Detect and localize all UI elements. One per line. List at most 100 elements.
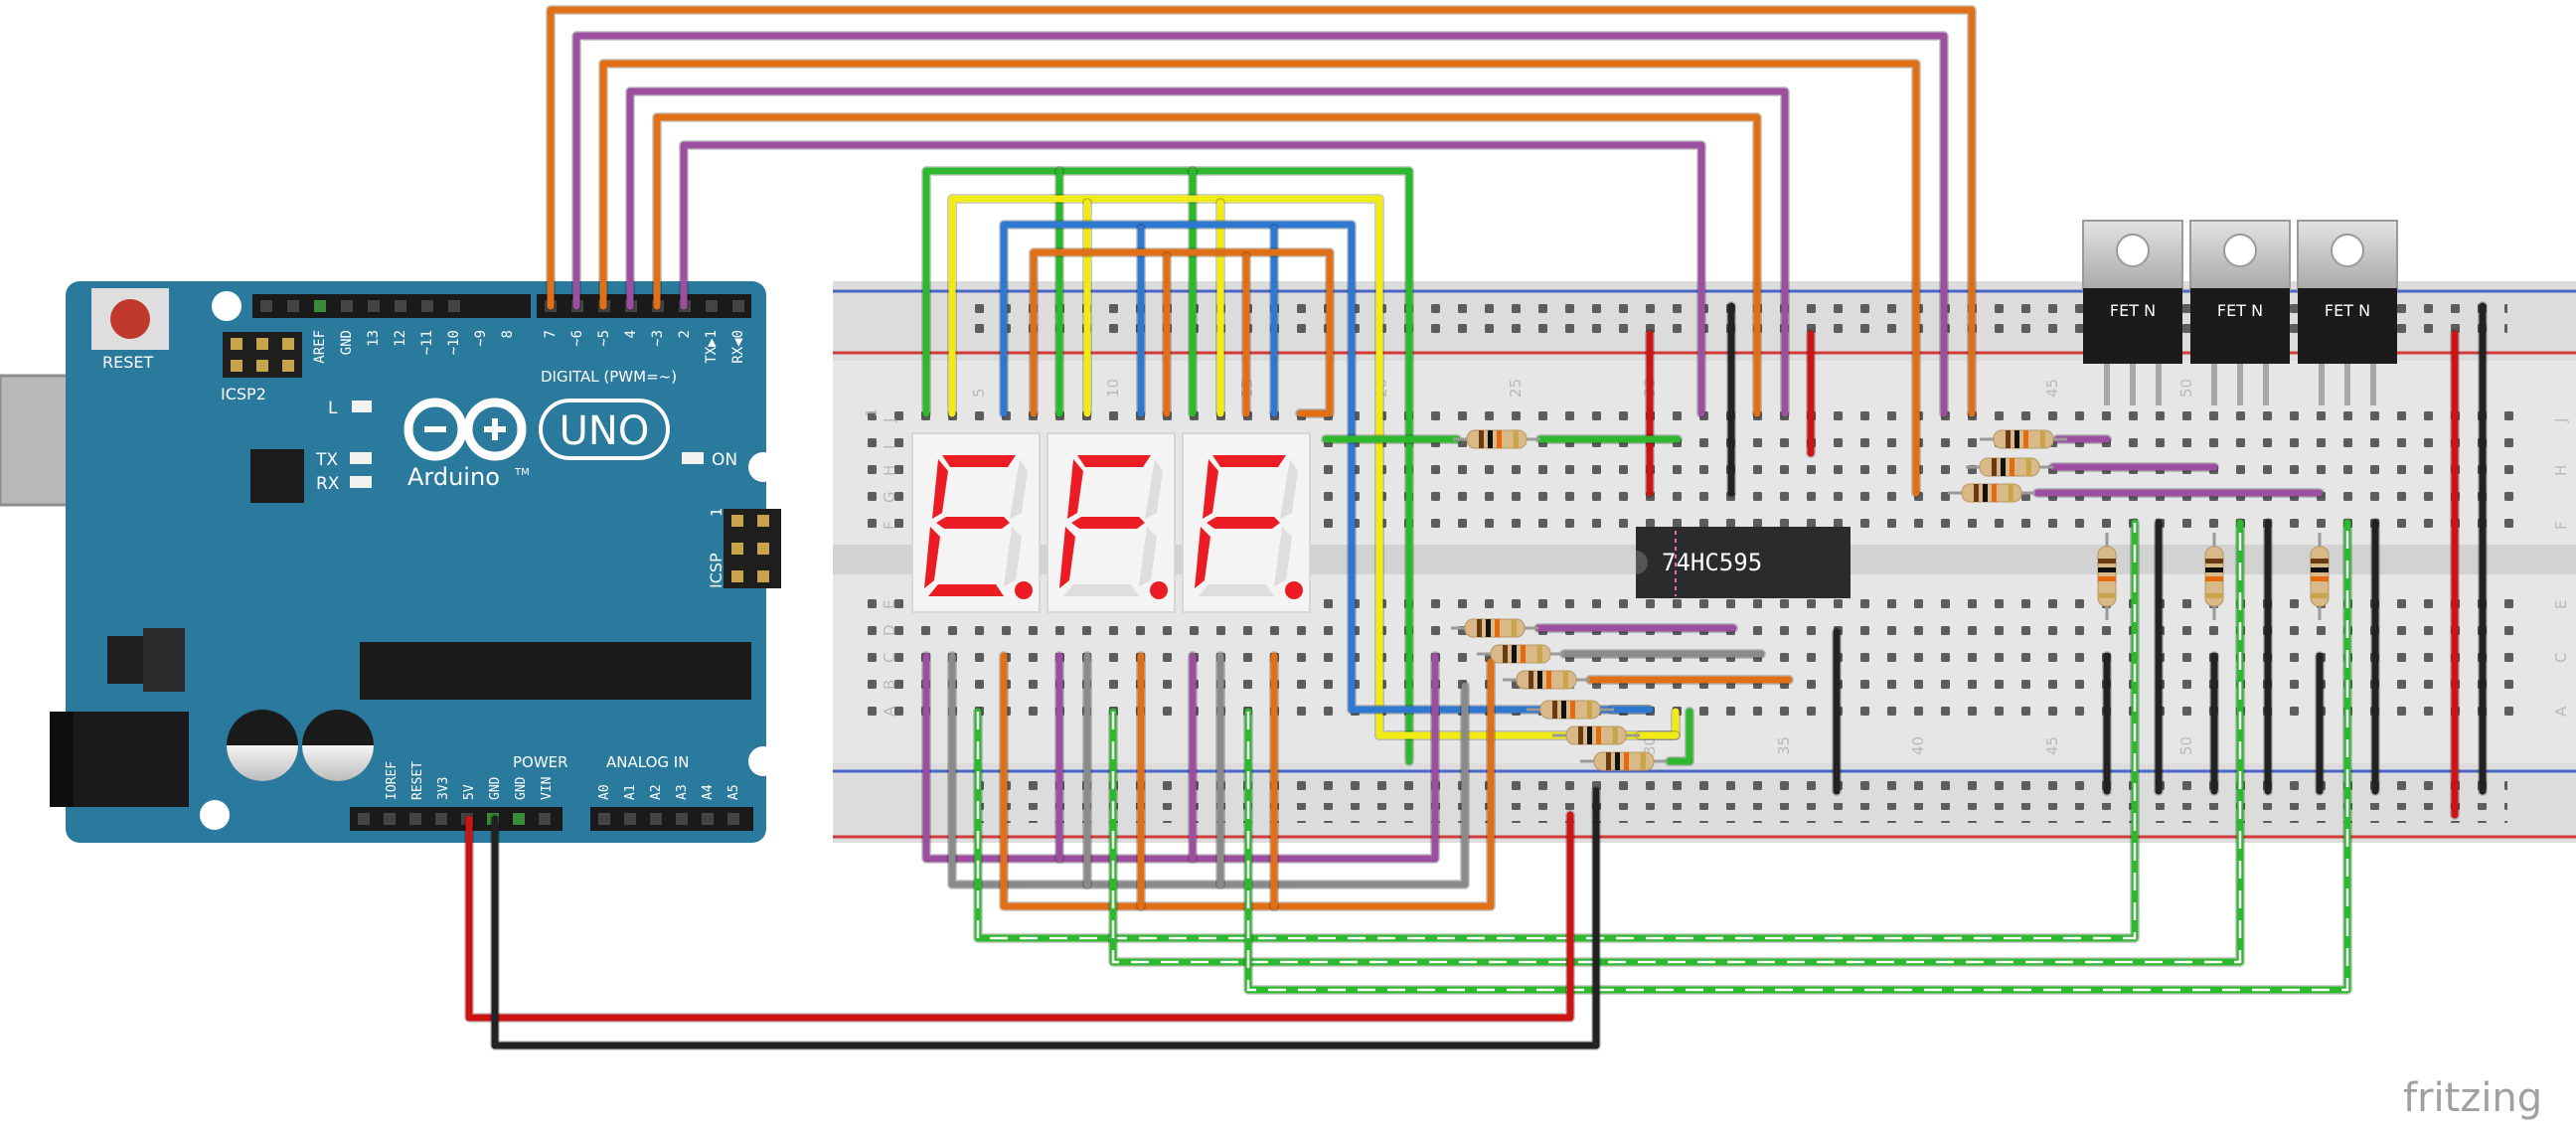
digital-header-label: DIGITAL (PWM=~) [541,368,677,386]
mosfet-label: FET N [2325,301,2370,320]
wire-d7[interactable] [547,6,1976,417]
wire-seg-green-a[interactable] [922,167,1413,765]
wire-bot-gray[interactable] [948,652,1469,888]
bottom-rail-holes [957,779,2507,799]
reset-label: RESET [102,353,153,372]
segment-g [936,517,1010,529]
resistor-band [2098,576,2116,581]
mosfet-body [2190,288,2290,364]
segment-b [1280,459,1298,519]
resistor[interactable] [2310,533,2330,620]
seven-segment-display [1046,432,1176,613]
digital-header-right [537,294,751,318]
voltage-regulator [107,628,185,692]
pin-label-7: 7 [543,330,559,338]
row-letter: H [881,465,898,476]
segment-e [924,527,940,588]
pin-label-tx1: TX▶1 [704,330,720,364]
wire-green-b6[interactable] [1666,708,1693,765]
resistor-band [1495,619,1500,637]
wire-ctrl-2-stripe [1111,523,2242,964]
pin-label-13: 13 [366,330,382,347]
resistor-band [2025,458,2031,476]
segment-c [1139,527,1157,586]
seven-segment-display [911,432,1041,613]
wire-d3[interactable] [653,113,1761,417]
resistor-band [2311,559,2329,564]
pin-label-8: 8 [500,330,516,338]
resistor-band [2311,567,2329,572]
resistor[interactable] [1980,429,2067,449]
row-letter: J [2552,418,2570,423]
resistor-band [2098,567,2116,572]
wire-d4[interactable] [626,87,1789,417]
reset-button[interactable] [110,299,150,339]
mosfet-leg [2211,364,2217,405]
resistor[interactable] [1966,457,2053,477]
header-pin [314,300,326,312]
pin-label-5: ~5 [596,330,612,347]
resistor[interactable] [2097,533,2117,620]
header-pin [368,300,380,312]
pin-label-a0: A0 [597,784,612,800]
resistor-band [1529,671,1533,689]
pin-label-11: ~11 [419,330,435,355]
power-jack-front [50,712,74,807]
resistor[interactable] [1477,644,1564,664]
wire-d2[interactable] [680,141,1705,417]
pin-label-6: ~6 [569,330,585,347]
usb-chip [250,449,304,503]
resistor-band [1561,701,1566,719]
row-letter: C [881,653,898,663]
resistor-band [2098,592,2116,598]
mosfet-label: FET N [2110,301,2156,320]
wire-seg-orange-a[interactable] [1030,248,1334,417]
wire-gnd[interactable] [491,787,1600,1049]
mosfet-tab-hole [2331,234,2364,267]
wire-seg-blue-a[interactable] [1000,221,1652,714]
wire-d6[interactable] [572,32,1948,417]
resistor[interactable] [1453,429,1540,449]
pin-label-10: ~10 [446,330,462,355]
row-letter: D [881,624,898,636]
icsp-pin1-label: 1 [708,507,725,517]
header-pin [676,813,688,825]
wire-bot-purple[interactable] [922,652,1439,863]
led-tx-label: TX [315,450,338,470]
wire-d5[interactable] [599,60,1920,497]
resistor-band [1612,726,1618,744]
resistor[interactable] [2204,533,2224,620]
resistor-band [2023,430,2028,448]
pin-label-aref: AREF [312,330,328,364]
resistor[interactable] [1451,618,1538,638]
header-pin [435,813,447,825]
header-pin [395,300,406,312]
row-letter: G [881,491,898,503]
resistor[interactable] [1527,700,1614,720]
resistor-band [1587,726,1592,744]
header-pin [358,813,370,825]
resistor-band [1521,645,1526,663]
resistor[interactable] [1552,725,1640,745]
header-pin [448,300,460,312]
resistor-band [1640,752,1646,770]
bottom-rail-holes-2 [957,803,2507,823]
row-letter: F [881,521,898,530]
resistor[interactable] [1948,483,2035,503]
analog-pin-labels: A0 A1 A2 A3 A4 A5 [597,784,741,800]
column-numbers: 1 5 10 15 20 25 30 30 35 40 45 45 50 50 [863,379,2195,755]
resistor[interactable] [1580,751,1668,771]
wire-seg-yellow-a[interactable] [948,195,1680,739]
pin-label-vin: VIN [540,777,555,800]
wire-5v[interactable] [465,811,1574,1022]
shift-register-label: 74HC595 [1662,549,1762,576]
resistor-band [1562,671,1568,689]
pin-label-3v3: 3V3 [436,777,451,800]
resistor-band [2205,567,2223,572]
segment-d [1199,584,1274,596]
col-num: 50 [2177,379,2195,398]
resistor[interactable] [1503,670,1590,690]
resistor-band [1486,619,1491,637]
row-letter: H [2552,465,2570,476]
led-on-label: ON [712,450,737,470]
